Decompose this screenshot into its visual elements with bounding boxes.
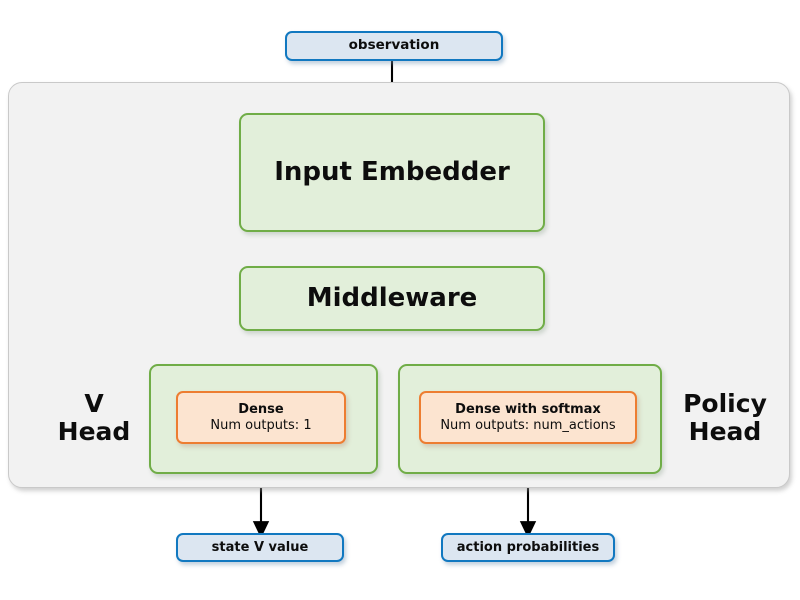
middleware-label: Middleware <box>306 283 478 314</box>
value-dense-subtitle: Num outputs: 1 <box>210 417 312 433</box>
state-value-output-node[interactable]: state V value <box>176 533 344 562</box>
action-probabilities-output-node[interactable]: action probabilities <box>441 533 615 562</box>
observation-node[interactable]: observation <box>285 31 503 61</box>
middleware-node[interactable]: Middleware <box>239 266 545 331</box>
input-embedder-label: Input Embedder <box>274 157 510 188</box>
policy-dense-subtitle: Num outputs: num_actions <box>440 417 616 433</box>
value-dense-node[interactable]: Dense Num outputs: 1 <box>176 391 346 444</box>
policy-head-side-label: Policy Head <box>664 382 786 454</box>
state-value-output-label: state V value <box>211 539 309 555</box>
policy-head-side-label-line2: Head <box>688 417 762 446</box>
value-dense-title: Dense <box>238 402 284 418</box>
policy-head-side-label-line1: Policy <box>683 389 767 418</box>
policy-dense-title: Dense with softmax <box>455 402 601 418</box>
observation-label: observation <box>348 37 440 54</box>
value-head-side-label-line2: Head <box>57 417 131 446</box>
input-embedder-node[interactable]: Input Embedder <box>239 113 545 232</box>
value-head-side-label: V Head <box>42 382 146 454</box>
action-probabilities-output-label: action probabilities <box>456 539 600 555</box>
policy-dense-node[interactable]: Dense with softmax Num outputs: num_acti… <box>419 391 637 444</box>
value-head-side-label-line1: V <box>84 389 104 418</box>
